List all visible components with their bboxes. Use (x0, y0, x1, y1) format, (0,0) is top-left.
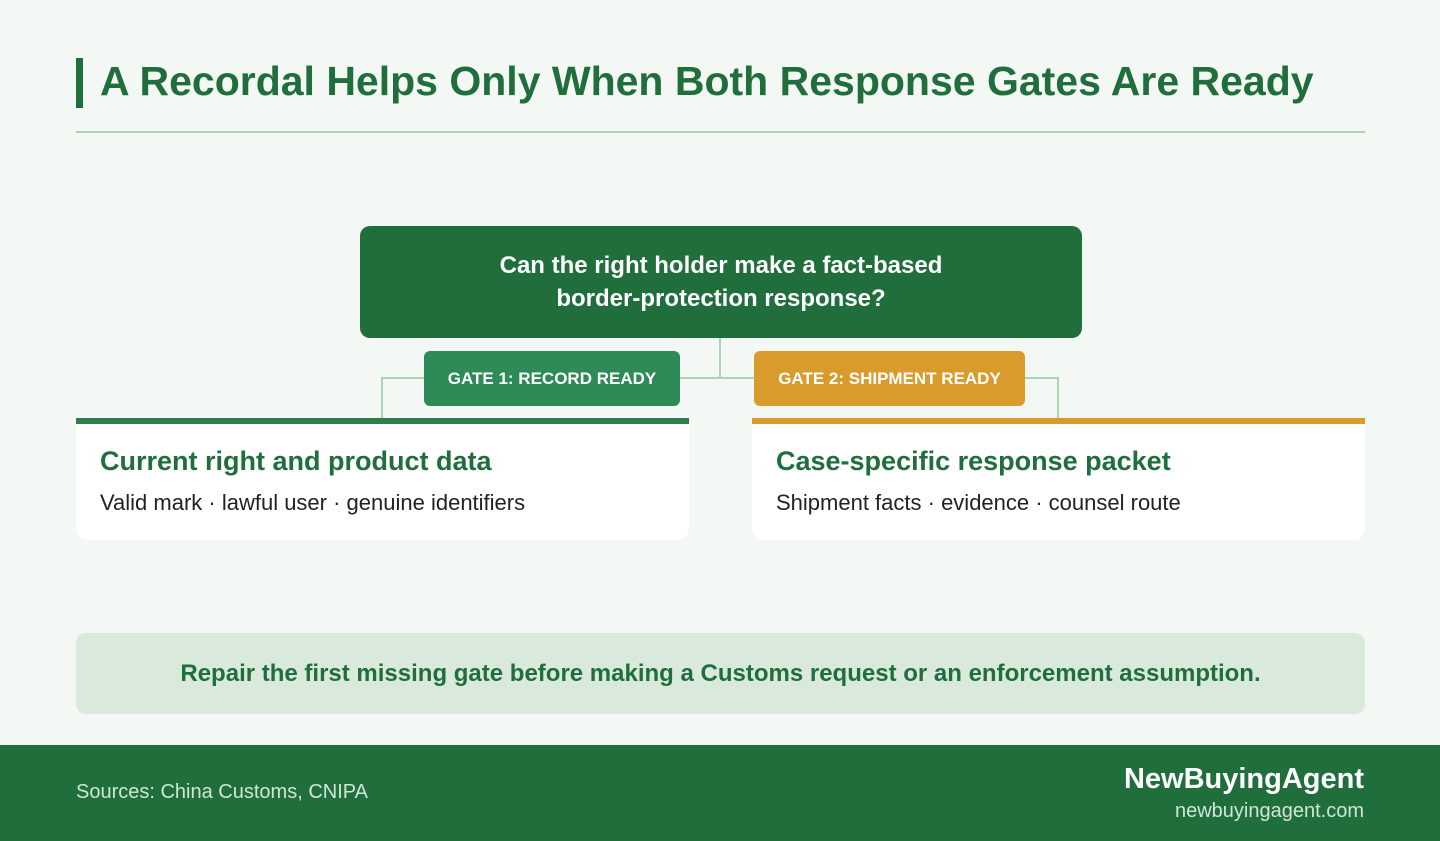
brand-name: NewBuyingAgent (1123, 763, 1364, 795)
gate-1-card: Current right and product data Valid mar… (76, 418, 689, 540)
title-divider (76, 131, 1365, 133)
gate-2-card-body: Shipment facts · evidence · counsel rout… (776, 490, 1181, 515)
page-title: A Recordal Helps Only When Both Response… (100, 58, 1314, 104)
gate-2-card: Case-specific response packet Shipment f… (752, 418, 1365, 540)
central-question-text: Can the right holder make a fact-based b… (499, 252, 943, 312)
brand-url: newbuyingagent.com (1174, 800, 1364, 822)
gate-1-card-body: Valid mark · lawful user · genuine ident… (100, 490, 526, 515)
title-accent-bar (76, 58, 83, 108)
recommendation-callout: Repair the first missing gate before mak… (76, 633, 1365, 714)
gate-1-card-heading: Current right and product data (100, 446, 492, 476)
gate-2-pill: GATE 2: SHIPMENT READY (754, 351, 1025, 406)
footer: Sources: China Customs, CNIPA NewBuyingA… (0, 745, 1440, 841)
central-question-box: Can the right holder make a fact-based b… (360, 226, 1082, 338)
gate-2-card-heading: Case-specific response packet (776, 446, 1171, 476)
gate-1-pill: GATE 1: RECORD READY (424, 351, 680, 406)
connector-gate1-to-card (381, 377, 424, 418)
connector-gate2-to-card (1025, 377, 1059, 418)
sources-text: Sources: China Customs, CNIPA (76, 781, 368, 803)
